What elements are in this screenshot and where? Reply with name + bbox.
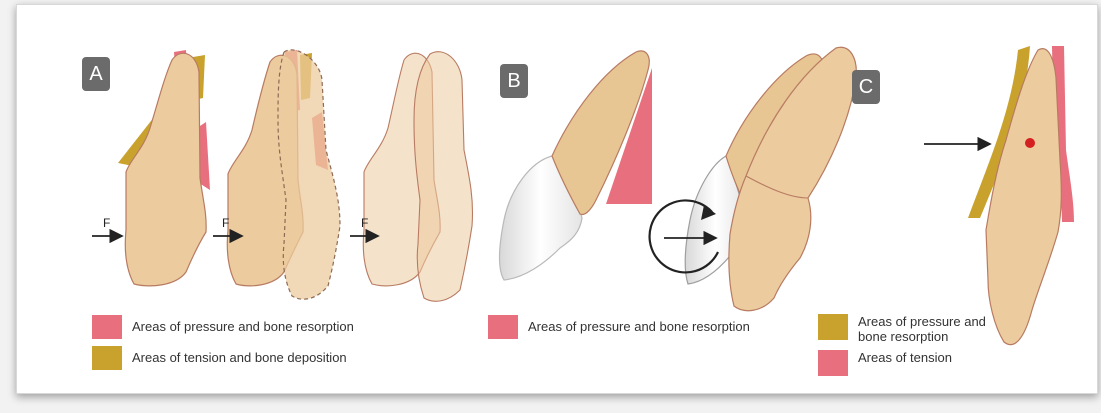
panel-label-a: A xyxy=(82,57,110,91)
panel-b-tooth-2 xyxy=(685,47,856,310)
tooth-shape xyxy=(986,49,1061,345)
legend-c: Areas of pressure and bone resorption Ar… xyxy=(810,312,1030,378)
pressure-swatch xyxy=(92,315,122,339)
pressure-swatch xyxy=(488,315,518,339)
panel-c-tooth xyxy=(968,46,1074,345)
legend-item-tension: Areas of tension xyxy=(818,350,998,376)
tooth-shape-moved xyxy=(414,52,473,302)
moved-tooth-outline xyxy=(278,50,340,299)
force-label: F xyxy=(222,216,229,230)
panel-a-tooth-2 xyxy=(227,50,340,299)
legend-item-pressure: Areas of pressure and bone resorption xyxy=(92,315,354,339)
legend-label: Areas of pressure and bone resorption xyxy=(132,319,354,334)
legend-item-pressure: Areas of pressure and bone resorption xyxy=(488,315,750,339)
force-label: F xyxy=(103,216,110,230)
legend-label: Areas of pressure and bone resorption xyxy=(528,319,750,334)
pressure-swatch xyxy=(818,350,848,376)
tension-swatch xyxy=(92,346,122,370)
legend-label: Areas of pressure and bone resorption xyxy=(858,314,998,344)
tooth-shape xyxy=(125,53,206,286)
panel-a-tooth-3 xyxy=(363,52,472,302)
tension-swatch xyxy=(818,314,848,340)
force-label: F xyxy=(361,216,368,230)
panel-label-b: B xyxy=(500,64,528,98)
legend-label: Areas of tension and bone deposition xyxy=(132,350,347,365)
legend-item-pressure: Areas of pressure and bone resorption xyxy=(818,314,998,344)
legend-label: Areas of tension xyxy=(858,350,998,365)
panel-label-c: C xyxy=(852,70,880,104)
panel-a-tooth-1 xyxy=(118,50,210,286)
legend-item-tension: Areas of tension and bone deposition xyxy=(92,346,347,370)
center-of-resistance-dot xyxy=(1025,138,1035,148)
